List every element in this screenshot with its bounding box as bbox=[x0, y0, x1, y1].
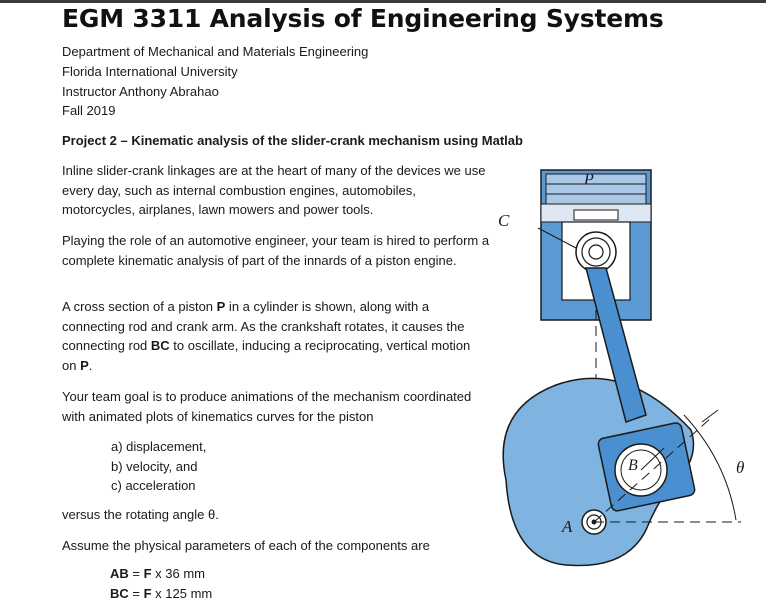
piston-symbol: P bbox=[216, 299, 226, 314]
term-line: Fall 2019 bbox=[62, 103, 116, 118]
goal-paragraph: Your team goal is to produce animations … bbox=[62, 389, 472, 424]
kinematics-list: a) displacement, b) velocity, and c) acc… bbox=[111, 437, 206, 496]
instructor-line: Instructor Anthony Abrahao bbox=[62, 84, 219, 99]
list-item: a) displacement, bbox=[111, 439, 207, 454]
assume-line: Assume the physical parameters of each o… bbox=[62, 538, 430, 553]
crank-pin-b bbox=[614, 443, 668, 497]
versus-line: versus the rotating angle θ. bbox=[62, 507, 219, 522]
project-heading: Project 2 – Kinematic analysis of the sl… bbox=[62, 133, 523, 148]
top-rule bbox=[0, 0, 766, 3]
parameter-bc: BC = F x 125 mm bbox=[110, 586, 213, 601]
label-p: P bbox=[583, 171, 594, 188]
role-paragraph: Playing the role of an automotive engine… bbox=[62, 233, 490, 268]
piston bbox=[540, 169, 652, 321]
slider-crank-figure: P C B A θ bbox=[498, 169, 744, 567]
cross-section-paragraph: A cross section of a piston P in a cylin… bbox=[62, 299, 471, 373]
list-item: b) velocity, and bbox=[111, 458, 198, 474]
label-theta: θ bbox=[736, 458, 744, 477]
theta-angle-marker bbox=[593, 409, 741, 523]
intro-paragraph: Inline slider-crank linkages are at the … bbox=[62, 163, 486, 217]
wrist-pin-c bbox=[537, 227, 617, 273]
document-title: EGM 3311 Analysis of Engineering Systems bbox=[62, 4, 664, 33]
piston-symbol: P bbox=[80, 357, 89, 373]
parameter-ab: AB = F x 36 mm bbox=[110, 566, 206, 581]
label-a: A bbox=[561, 517, 573, 536]
list-item: c) acceleration bbox=[111, 478, 196, 493]
label-b: B bbox=[628, 457, 638, 474]
department-line: Department of Mechanical and Materials E… bbox=[62, 44, 369, 59]
label-c: C bbox=[498, 211, 510, 230]
rod-symbol: BC bbox=[150, 338, 170, 353]
university-line: Florida International University bbox=[62, 64, 238, 79]
